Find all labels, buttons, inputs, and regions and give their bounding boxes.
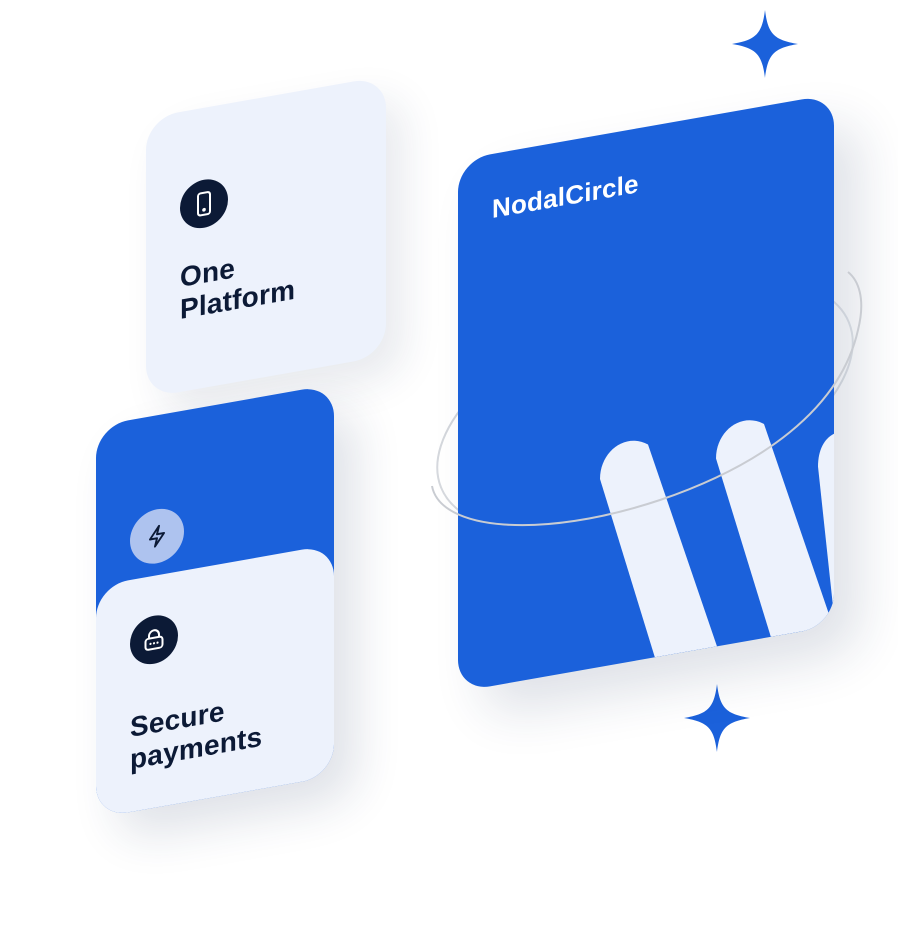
one-platform-card: One Platform xyxy=(146,75,386,399)
sparkle-icon xyxy=(732,10,798,78)
lock-icon xyxy=(130,611,178,669)
phone-icon xyxy=(180,175,228,233)
nodalcircle-logo-mark xyxy=(600,420,834,684)
sparkle-icon xyxy=(684,684,750,752)
secure-panel: Secure payments xyxy=(96,544,334,818)
secure-payments-card: Secure payments xyxy=(96,384,334,818)
lightning-icon xyxy=(130,504,184,569)
nodalcircle-card: NodalCircle xyxy=(458,93,834,693)
card-title: One Platform xyxy=(180,230,360,326)
card-title: Secure payments xyxy=(130,689,262,776)
